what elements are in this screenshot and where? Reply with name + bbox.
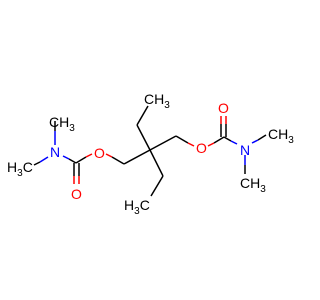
oxygen-ester-left-label: O [94, 145, 105, 161]
bond-ester-ch2-left [111, 156, 125, 165]
methyl-left-top-label: CH3 [49, 114, 75, 134]
bond-ethyl-up-ch3 [136, 105, 149, 126]
bond-quat-ch2-right [149, 135, 177, 151]
bond-n-right-methyl-top [251, 139, 259, 144]
bond-quat-ethyl-down [149, 149, 164, 177]
ethyl-top-methyl-label: CH3 [144, 91, 170, 111]
bond-n-left-carbonyl-c [68, 158, 77, 164]
bond-carbonyl-n-right [223, 136, 232, 142]
oxygen-ester-right-label: O [196, 140, 207, 156]
bond-ester-carbonyl-right [213, 136, 225, 144]
bond-ch2-left-quat [123, 149, 151, 165]
ethyl-bottom-methyl-label: H3C [124, 197, 150, 217]
bond-n-right-methyl-top-c [257, 134, 267, 141]
methyl-right-bottom-label: CH3 [240, 175, 266, 195]
bond-carbonyl-ester-left-o [85, 153, 93, 158]
bond-n-left-methyl-left-c [33, 161, 41, 166]
bond-carbonyl-n-right-n [230, 140, 238, 145]
bond-n-left-methyl-left [39, 156, 49, 163]
bond-n-left-carbonyl [62, 155, 70, 160]
bonds [33, 105, 267, 197]
bond-ethyl-down-ch3 [150, 175, 164, 197]
bond-quat-ethyl-up [136, 124, 151, 151]
molecule-structure-diagram: CH3 N H3C O O CH3 H3C O O N CH3 CH3 [7, 91, 294, 217]
bond-ester-carbonyl-right-o [207, 142, 215, 147]
bond-carbonyl-ester-left [75, 156, 87, 164]
oxygen-carbonyl-right-label: O [218, 100, 229, 116]
methyl-left-h3c-label: H3C [7, 159, 33, 179]
bond-ch2-right-ester [175, 135, 189, 144]
oxygen-carbonyl-left-label: O [71, 186, 82, 202]
methyl-right-top-label: CH3 [268, 126, 294, 146]
nitrogen-left-label: N [50, 144, 60, 160]
bond-ester-ch2-left-o [105, 153, 113, 158]
nitrogen-right-label: N [240, 142, 250, 158]
bond-ch2-right-ester-o [187, 142, 195, 147]
atom-labels: CH3 N H3C O O CH3 H3C O O N CH3 CH3 [7, 91, 294, 217]
